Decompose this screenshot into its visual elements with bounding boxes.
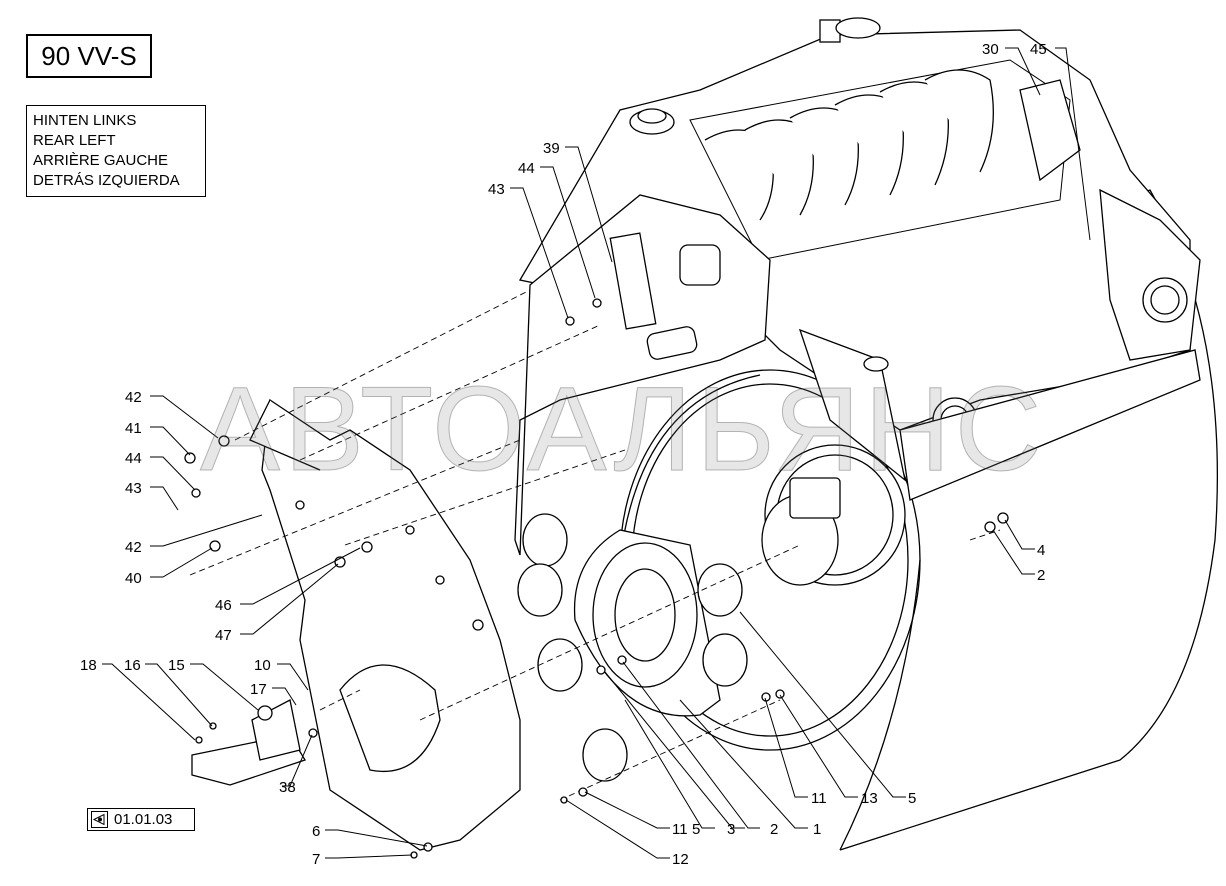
callout-17: 17: [250, 681, 267, 698]
callout-11-right: 11: [811, 790, 827, 807]
frame-top: [518, 17, 1201, 501]
fasteners: [184, 298, 1009, 859]
callout-15: 15: [168, 657, 185, 674]
assembly-lines: [189, 289, 1001, 801]
callout-4: 4: [1037, 542, 1045, 559]
arrow-left-triangle-icon: [91, 811, 108, 828]
scraper-plate: [249, 398, 521, 851]
callout-6: 6: [312, 823, 320, 840]
callout-12: 12: [672, 851, 689, 868]
callout-42-top: 42: [125, 389, 142, 406]
model-label: 90 VV-S: [26, 34, 152, 78]
callout-30: 30: [982, 41, 999, 58]
callout-18: 18: [80, 657, 97, 674]
callout-39: 39: [543, 140, 560, 157]
callout-43: 43: [125, 480, 142, 497]
position-label-fr: ARRIÈRE GAUCHE: [33, 152, 169, 169]
callout-5-right: 5: [908, 790, 916, 807]
callout-45: 45: [1030, 41, 1047, 58]
position-label-en: REAR LEFT: [33, 132, 116, 149]
callout-42: 42: [125, 539, 142, 556]
frame-side-plate: [514, 194, 771, 556]
callout-40: 40: [125, 570, 142, 587]
position-label-box: HINTEN LINKS REAR LEFT ARRIÈRE GAUCHE DE…: [26, 105, 206, 197]
callout-1: 1: [813, 821, 821, 838]
callout-43-top: 43: [488, 181, 505, 198]
position-label-es: DETRÁS IZQUIERDA: [33, 172, 180, 189]
drive-motor: [761, 444, 906, 586]
callout-5-mid: 5: [692, 821, 700, 838]
leader-lines: [102, 47, 1091, 859]
callout-47: 47: [215, 627, 232, 644]
callout-7: 7: [312, 851, 320, 868]
position-label-de: HINTEN LINKS: [33, 112, 137, 129]
flange-ring: [573, 529, 721, 717]
callout-3: 3: [727, 821, 735, 838]
watermark: АВТОАЛЬЯНС: [199, 362, 1046, 497]
callout-38: 38: [279, 779, 296, 796]
callout-16: 16: [124, 657, 141, 674]
scraper-bracket: [191, 699, 306, 786]
reference-link[interactable]: 01.01.03: [87, 808, 195, 831]
callout-44-top: 44: [518, 160, 535, 177]
callout-numbers: 30 45 39 44 43 42 41 44 43 42 40 46 47 1…: [80, 41, 1047, 868]
reference-number: 01.01.03: [114, 811, 173, 828]
rubber-buffers: [517, 513, 748, 782]
callout-41: 41: [125, 420, 142, 437]
callout-2-right: 2: [1037, 567, 1045, 584]
callout-46: 46: [215, 597, 232, 614]
callout-13: 13: [861, 790, 878, 807]
callout-44: 44: [125, 450, 142, 467]
callout-2: 2: [770, 821, 778, 838]
callout-11-mid: 11: [672, 821, 688, 838]
callout-10: 10: [254, 657, 271, 674]
